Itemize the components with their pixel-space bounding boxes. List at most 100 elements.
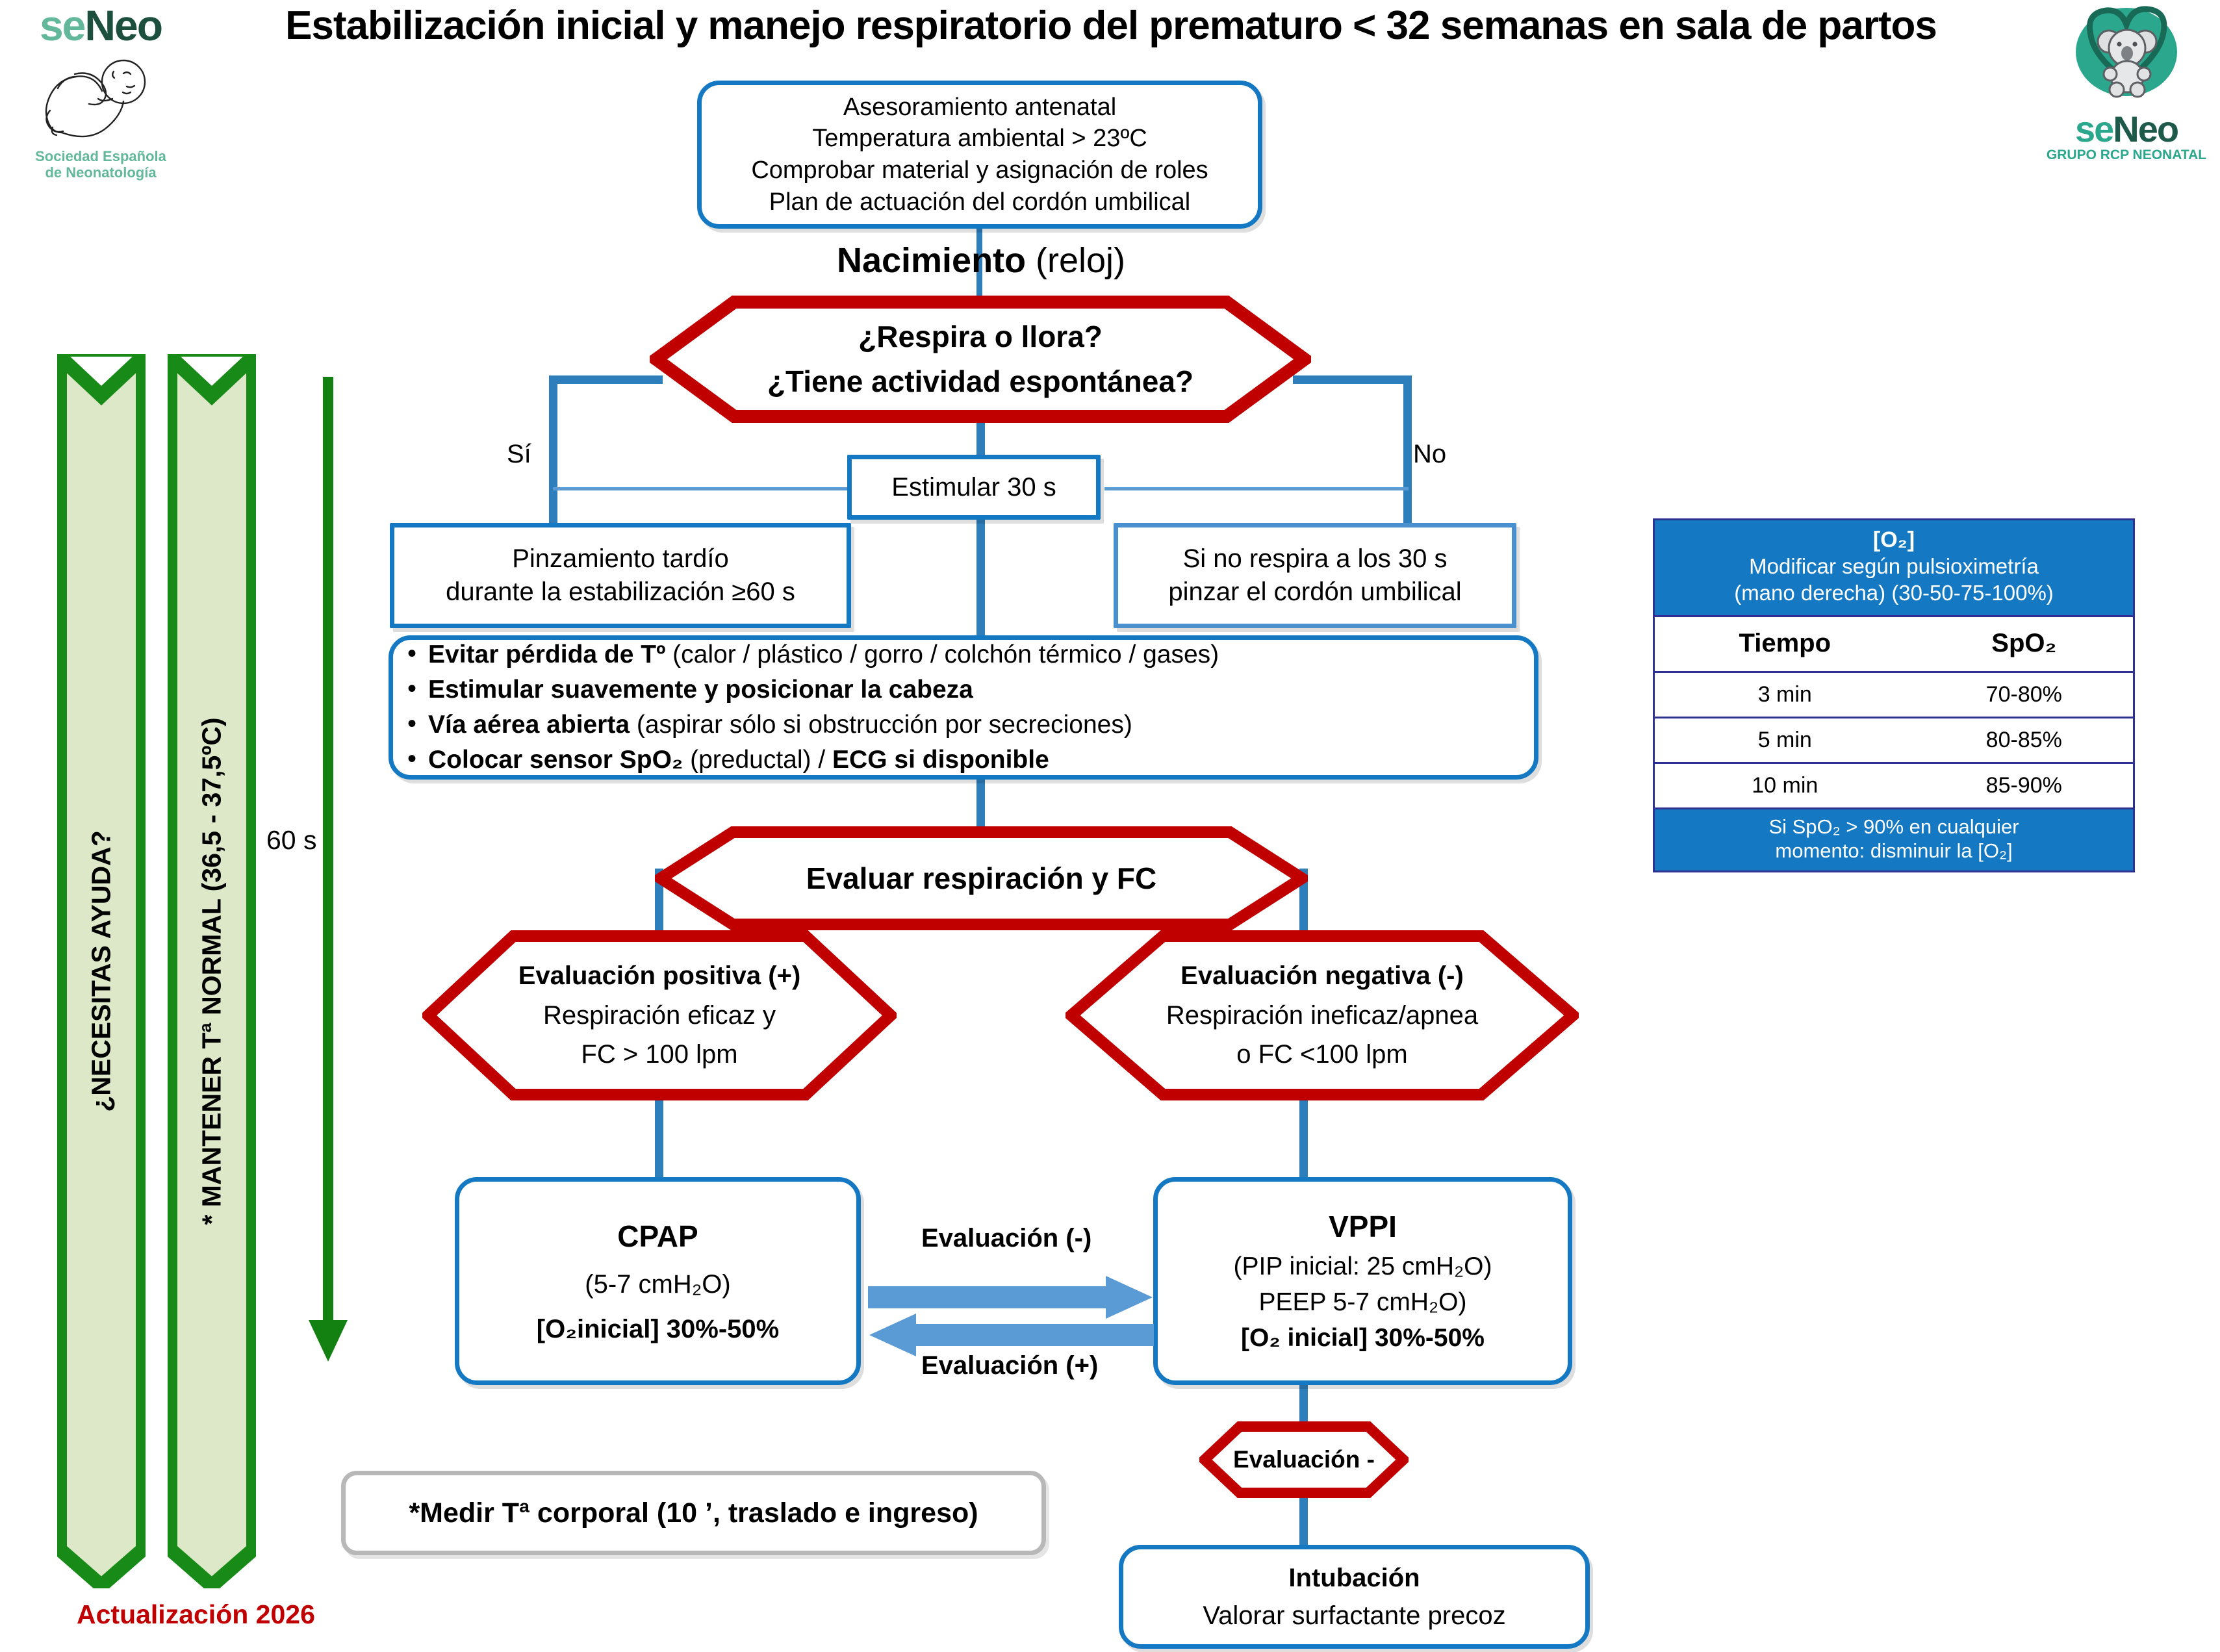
birth-label-normal: (reloj) — [1026, 241, 1126, 280]
spo2-table-header-line2: Modificar según pulsioximetría — [1749, 554, 2039, 579]
spo2-table-footer-line2: momento: disminuir la [O₂] — [1775, 839, 2013, 863]
spo2-row-value-2: 85-90% — [1915, 761, 2133, 807]
sleeping-baby-icon — [45, 59, 146, 138]
table-row: 5 min 80-85% — [1655, 716, 2133, 763]
birth-label: Nacimiento (reloj) — [689, 240, 1273, 281]
spo2-column-spo2: SpO₂ — [1915, 615, 2133, 672]
delayed-clamping-line-1: Pinzamiento tardío — [512, 544, 729, 573]
step-item-spo2-sensor: Colocar sensor SpO₂ (preductal) / ECG si… — [400, 742, 1527, 777]
spo2-column-time: Tiempo — [1655, 615, 1915, 672]
birth-label-bold: Nacimiento — [836, 241, 1027, 280]
positive-evaluation-hexagon: Evaluación positiva (+) Respiración efic… — [422, 930, 897, 1100]
antenatal-line-3: Comprobar material y asignación de roles — [751, 157, 1208, 184]
update-year-label: Actualización 2026 — [77, 1599, 315, 1629]
connector-decision-no-vertical — [1403, 375, 1412, 542]
sixty-second-timeline-arrow — [309, 377, 348, 1362]
arrow-vppi-to-cpap — [869, 1314, 1154, 1356]
delayed-clamping-line-2: durante la estabilización ≥60 s — [446, 578, 795, 606]
stimulate-box-label: Estimular 30 s — [891, 472, 1056, 502]
cpap-box: CPAP (5-7 cmH₂O) [O₂inicial] 30%-50% — [455, 1177, 861, 1385]
step-item-avoid-heat-loss: Evitar pérdida de Tº (calor / plástico /… — [400, 636, 1527, 672]
connector-antenatal-to-decision — [976, 226, 982, 299]
connector-stimulate-left-line — [553, 487, 852, 490]
branch-yes-label: Sí — [507, 440, 531, 468]
table-row: 3 min 70-80% — [1655, 670, 2133, 718]
stimulate-box: Estimular 30 s — [847, 455, 1101, 520]
seneo-rcp-wordmark-neo: Neo — [2113, 108, 2179, 149]
koala-heart-icon — [2076, 6, 2177, 98]
table-row: 10 min 85-90% — [1655, 761, 2133, 807]
vppi-peep: PEEP 5-7 cmH₂O) — [1258, 1288, 1467, 1316]
step-item-open-airway: Vía aérea abierta (aspirar sólo si obstr… — [400, 707, 1527, 742]
no-breathing-clamp-box: Si no respira a los 30 s pinzar el cordó… — [1114, 523, 1516, 628]
seneo-rcp-wordmark: seNeo — [2039, 111, 2214, 147]
seneo-rcp-subtitle: GRUPO RCP NEONATAL — [2046, 147, 2207, 162]
antenatal-line-4: Plan de actuación del cordón umbilical — [769, 188, 1191, 216]
spo2-table-header: [O₂] Modificar según pulsioximetría (man… — [1655, 520, 2133, 615]
spo2-row-time-0: 3 min — [1655, 670, 1915, 718]
intubation-subtitle: Valorar surfactante precoz — [1203, 1601, 1506, 1630]
spo2-row-value-1: 80-85% — [1915, 716, 2133, 763]
connector-evalneg-to-intubation — [1299, 1494, 1308, 1546]
connector-positive-to-cpap — [655, 1098, 663, 1177]
connector-decision-yes-vertical — [549, 375, 557, 542]
step-item-stimulate-position: Estimular suavemente y posicionar la cab… — [400, 672, 1527, 707]
cpap-initial-o2: [O₂inicial] 30%-50% — [536, 1314, 780, 1343]
antenatal-line-2: Temperatura ambiental > 23ºC — [812, 125, 1147, 153]
branch-no-label: No — [1413, 440, 1447, 468]
vppi-initial-o2: [O₂ inicial] 30%-50% — [1241, 1324, 1485, 1353]
antenatal-counseling-box: Asesoramiento antenatal Temperatura ambi… — [697, 81, 1262, 229]
seneo-wordmark-se: se — [39, 1, 86, 49]
maintain-temperature-arrow: * MANTENER Tª NORMAL (36,5 - 37,5ºC) — [163, 349, 261, 1595]
evaluate-breathing-hr-hexagon: Evaluar respiración y FC — [655, 826, 1308, 930]
sixty-second-label: 60 s — [266, 825, 317, 855]
negative-evaluation-small-hexagon: Evaluación - — [1199, 1421, 1409, 1498]
spo2-table-header-row: Tiempo SpO₂ — [1655, 615, 2133, 672]
measure-temperature-note-box: *Medir Tª corporal (10 ’, traslado e ing… — [341, 1471, 1046, 1555]
measure-temperature-note-label: *Medir Tª corporal (10 ’, traslado e ing… — [409, 1497, 978, 1529]
spo2-row-time-1: 5 min — [1655, 716, 1915, 763]
spo2-row-value-0: 70-80% — [1915, 670, 2133, 718]
connector-stimulate-to-steps — [976, 518, 985, 635]
connector-decision-yes-horizontal — [549, 375, 663, 384]
seneo-society-subtitle: Sociedad Española de Neonatología — [35, 148, 166, 181]
seneo-society-logo: seNeo Sociedad Española de Neonatología — [13, 4, 188, 199]
vppi-title: VPPI — [1329, 1210, 1397, 1244]
spo2-table-footer: Si SpO₂ > 90% en cualquier momento: dism… — [1655, 807, 2133, 871]
connector-decision-no-horizontal — [1293, 375, 1412, 384]
spo2-table: Tiempo SpO₂ 3 min 70-80% 5 min 80-85% 10… — [1655, 615, 2133, 807]
cpap-title: CPAP — [617, 1219, 698, 1253]
connector-decision-to-stimulate — [976, 419, 985, 458]
delayed-clamping-box: Pinzamiento tardío durante la estabiliza… — [390, 523, 851, 628]
connector-negative-to-vppi — [1299, 1098, 1308, 1177]
no-breathing-clamp-line-2: pinzar el cordón umbilical — [1168, 578, 1462, 606]
vppi-pip: (PIP inicial: 25 cmH₂O) — [1233, 1252, 1492, 1280]
intubation-title: Intubación — [1288, 1564, 1420, 1592]
connector-steps-to-evaluate — [976, 776, 985, 832]
spo2-table-footer-line1: Si SpO₂ > 90% en cualquier — [1768, 815, 2019, 838]
arrow-vppi-to-cpap-label: Evaluación (+) — [921, 1351, 1099, 1380]
maintain-temperature-arrow-label: * MANTENER Tª NORMAL (36,5 - 37,5ºC) — [196, 717, 227, 1225]
spo2-table-header-title: [O₂] — [1872, 527, 1915, 552]
cpap-pressure: (5-7 cmH₂O) — [585, 1269, 731, 1299]
seneo-wordmark-neo: Neo — [84, 1, 163, 49]
arrow-cpap-to-vppi — [868, 1276, 1153, 1319]
breathing-decision-hexagon: ¿Respira o llora? ¿Tiene actividad espon… — [650, 296, 1311, 423]
page-title: Estabilización inicial y manejo respirat… — [285, 3, 1937, 48]
connector-stimulate-right-line — [1104, 487, 1409, 490]
stabilization-steps-box: Evitar pérdida de Tº (calor / plástico /… — [389, 635, 1538, 780]
spo2-row-time-2: 10 min — [1655, 761, 1915, 807]
spo2-table-header-line3: (mano derecha) (30-50-75-100%) — [1734, 580, 2054, 605]
need-help-arrow: ¿NECESITAS AYUDA? — [53, 349, 150, 1595]
negative-evaluation-hexagon: Evaluación negativa (-) Respiración inef… — [1065, 930, 1579, 1100]
seneo-rcp-wordmark-se: se — [2074, 108, 2114, 149]
stabilization-steps-list: Evitar pérdida de Tº (calor / plástico /… — [400, 636, 1527, 778]
seneo-wordmark: seNeo — [13, 4, 188, 47]
need-help-arrow-label: ¿NECESITAS AYUDA? — [86, 830, 116, 1112]
vppi-box: VPPI (PIP inicial: 25 cmH₂O) PEEP 5-7 cm… — [1153, 1177, 1572, 1385]
seneo-rcp-logo: seNeo GRUPO RCP NEONATAL — [2039, 1, 2214, 196]
arrow-cpap-to-vppi-label: Evaluación (-) — [921, 1224, 1092, 1252]
intubation-box: Intubación Valorar surfactante precoz — [1119, 1545, 1590, 1649]
antenatal-line-1: Asesoramiento antenatal — [843, 93, 1117, 121]
connector-vppi-to-evalneg — [1299, 1384, 1308, 1424]
